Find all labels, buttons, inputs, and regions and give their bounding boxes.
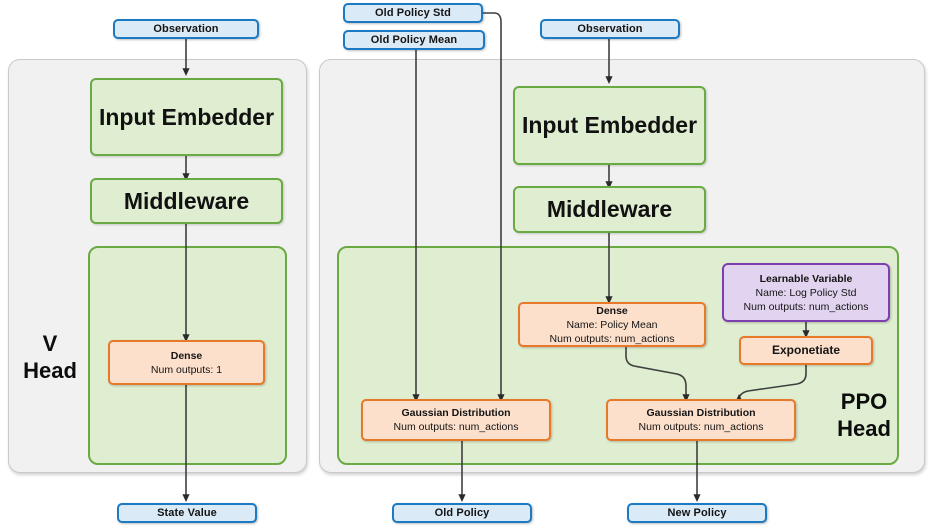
ppo-input-embedder[interactable]: Input Embedder: [513, 86, 706, 165]
ppo-dense-name: Name: Policy Mean: [566, 318, 658, 331]
v-middleware-label: Middleware: [123, 187, 250, 214]
ppo-head-label-line2: Head: [837, 416, 891, 441]
v-head-label-line1: V: [42, 331, 58, 356]
output-state-value[interactable]: State Value: [117, 503, 257, 523]
input-old-policy-mean-label: Old Policy Mean: [370, 34, 458, 46]
v-input-embedder[interactable]: Input Embedder: [90, 78, 283, 156]
exponetiate-title: Exponetiate: [771, 343, 840, 357]
learnable-variable-num-outputs: Num outputs: num_actions: [743, 300, 869, 313]
output-new-policy-label: New Policy: [667, 507, 727, 519]
ppo-middleware-label: Middleware: [546, 196, 673, 222]
input-old-policy-mean[interactable]: Old Policy Mean: [343, 30, 485, 50]
output-old-policy-label: Old Policy: [434, 507, 490, 519]
ppo-dense-policy-mean[interactable]: Dense Name: Policy Mean Num outputs: num…: [518, 302, 706, 347]
learnable-variable-log-policy-std[interactable]: Learnable Variable Name: Log Policy Std …: [722, 263, 890, 322]
ppo-head-label-line1: PPO: [840, 389, 888, 414]
v-head-label: V Head: [16, 330, 84, 384]
input-old-policy-std[interactable]: Old Policy Std: [343, 3, 483, 23]
learnable-variable-name: Name: Log Policy Std: [755, 286, 857, 299]
ppo-dense-num-outputs: Num outputs: num_actions: [549, 332, 675, 345]
v-dense-num-outputs: Num outputs: 1: [150, 363, 223, 376]
ppo-input-embedder-label: Input Embedder: [521, 112, 698, 138]
v-middleware[interactable]: Middleware: [90, 178, 283, 224]
input-observation-ppo-label: Observation: [577, 23, 643, 35]
input-observation-ppo[interactable]: Observation: [540, 19, 680, 39]
output-old-policy[interactable]: Old Policy: [392, 503, 532, 523]
gaussian-distribution-new[interactable]: Gaussian Distribution Num outputs: num_a…: [606, 399, 796, 441]
gaussian-new-num-outputs: Num outputs: num_actions: [638, 421, 764, 433]
v-head-label-line2: Head: [23, 358, 77, 383]
input-observation-v-label: Observation: [153, 23, 219, 35]
v-dense[interactable]: Dense Num outputs: 1: [108, 340, 265, 385]
gaussian-new-title: Gaussian Distribution: [646, 407, 756, 419]
gaussian-old-title: Gaussian Distribution: [401, 407, 511, 419]
gaussian-distribution-old[interactable]: Gaussian Distribution Num outputs: num_a…: [361, 399, 551, 441]
learnable-variable-title: Learnable Variable: [759, 272, 853, 285]
output-new-policy[interactable]: New Policy: [627, 503, 767, 523]
v-dense-title: Dense: [170, 349, 203, 362]
input-old-policy-std-label: Old Policy Std: [375, 7, 451, 19]
ppo-middleware[interactable]: Middleware: [513, 186, 706, 233]
exponetiate[interactable]: Exponetiate: [739, 336, 873, 365]
v-input-embedder-label: Input Embedder: [98, 103, 275, 130]
input-observation-v[interactable]: Observation: [113, 19, 259, 39]
gaussian-old-num-outputs: Num outputs: num_actions: [393, 421, 519, 433]
ppo-head-label: PPO Head: [818, 388, 910, 442]
ppo-dense-title: Dense: [596, 304, 628, 317]
output-state-value-label: State Value: [157, 507, 217, 519]
